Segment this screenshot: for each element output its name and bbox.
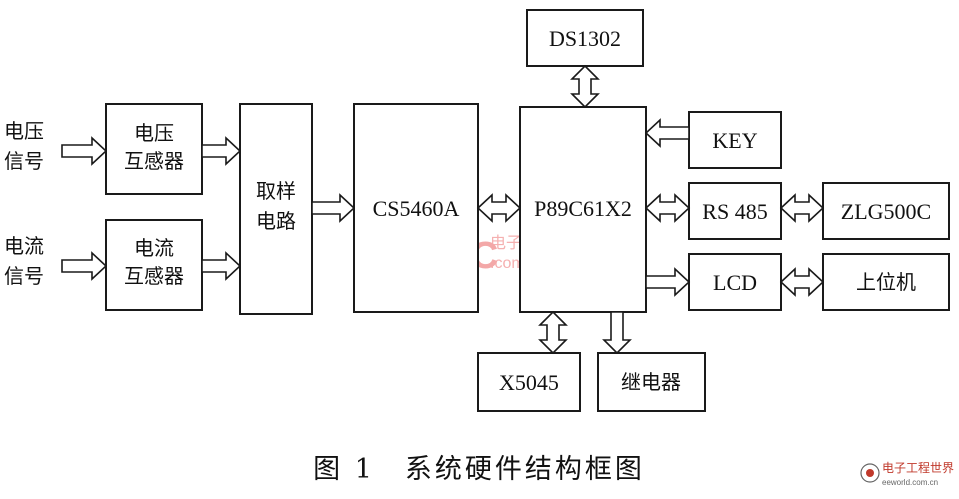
current-transformer-label-line2: 互感器	[124, 264, 184, 288]
host-computer-label: 上位机	[856, 270, 916, 294]
logo-subtitle: eeworld.com.cn	[882, 478, 938, 487]
cs5460a-label: CS5460A	[373, 196, 460, 221]
relay-label: 继电器	[621, 370, 681, 394]
current-signal-label-line1: 电流	[4, 234, 44, 258]
ct-to-sampling-arrow	[201, 251, 242, 281]
lcd-block	[688, 253, 782, 311]
voltage-transformer-block	[105, 103, 203, 195]
vt-to-sampling-arrow	[201, 136, 242, 166]
p89c61x2-label: P89C61X2	[534, 196, 632, 221]
mcu-rs485-bidirectional-arrow	[644, 193, 691, 223]
current-transformer-label-line1: 电流	[134, 236, 174, 260]
rtc-mcu-bidirectional-arrow	[570, 64, 600, 109]
ds1302-block	[526, 9, 644, 67]
sampling-circuit-label-line1: 取样	[256, 179, 296, 203]
mcu-to-lcd-arrow	[645, 267, 691, 297]
p89c61x2-block	[519, 106, 647, 313]
key-block	[688, 111, 782, 169]
logo-title: 电子工程世界	[882, 460, 954, 475]
rs485-label: RS 485	[702, 199, 767, 224]
mcu-to-relay-arrow	[602, 311, 632, 355]
sampling-circuit-label-line2: 电路	[256, 209, 296, 233]
key-label: KEY	[712, 128, 757, 153]
zlg500c-block	[822, 182, 950, 240]
adc-mcu-bidirectional-arrow	[476, 193, 522, 223]
rs485-block	[688, 182, 782, 240]
voltage-signal-label-line1: 电压	[4, 119, 44, 143]
current-signal-label-line2: 信号	[4, 264, 44, 288]
x5045-block	[477, 352, 581, 412]
voltage-signal-label-line2: 信号	[4, 149, 44, 173]
host-computer-block	[822, 253, 950, 311]
sampling-to-adc-arrow	[311, 193, 356, 223]
lcd-host-bidirectional-arrow	[779, 267, 825, 297]
zlg500c-label: ZLG500C	[841, 199, 931, 224]
current-transformer-block	[105, 219, 203, 311]
lcd-label: LCD	[713, 270, 757, 295]
eeworld-logo-dot	[866, 469, 874, 477]
x5045-label: X5045	[499, 370, 559, 395]
figure-caption: 图 1 系统硬件结构框图	[313, 454, 645, 485]
mcu-x5045-bidirectional-arrow	[538, 310, 568, 355]
watermark-bottom-text: .com	[490, 255, 525, 272]
current-input-arrow	[61, 251, 108, 281]
relay-block	[597, 352, 706, 412]
voltage-transformer-label-line1: 电压	[134, 121, 174, 145]
ds1302-label: DS1302	[549, 26, 621, 51]
voltage-input-arrow	[61, 136, 108, 166]
sampling-circuit-block	[239, 103, 313, 315]
rs485-zlg500c-bidirectional-arrow	[779, 193, 825, 223]
voltage-transformer-label-line2: 互感器	[124, 149, 184, 173]
eeworld-logo: 电子工程世界 eeworld.com.cn	[860, 460, 954, 487]
key-to-mcu-arrow	[644, 118, 690, 148]
